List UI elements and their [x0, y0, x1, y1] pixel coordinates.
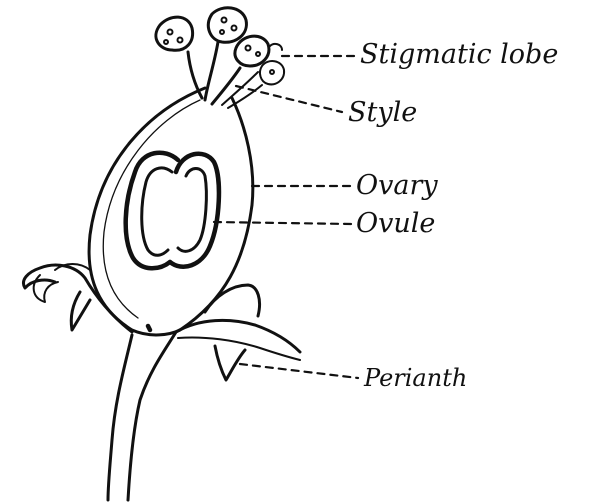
ovary-wall	[89, 88, 253, 335]
label-stigmatic-lobe: Stigmatic lobe	[360, 39, 558, 70]
pistil-drawing	[23, 8, 300, 500]
stigmatic-lobe-1	[156, 17, 193, 50]
label-perianth: Perianth	[363, 364, 467, 392]
ovule-left-inner	[142, 168, 172, 255]
style-strand-2	[205, 42, 218, 100]
leader-style	[236, 86, 342, 112]
style-strand-5	[228, 85, 262, 108]
label-style: Style	[348, 97, 417, 128]
perianth-left-tip	[71, 292, 90, 330]
stigmatic-lobe-5	[270, 44, 282, 50]
ovule-right	[170, 154, 219, 267]
stigmatic-lobe-2	[208, 8, 246, 43]
label-ovary: Ovary	[356, 170, 438, 201]
leader-perianth	[240, 364, 358, 378]
ovary-base-mark	[148, 326, 150, 330]
perianth-right-upper	[205, 285, 260, 316]
ovule-right-inner	[178, 169, 206, 252]
stigmatic-lobe-4	[260, 61, 284, 84]
leader-ovule	[214, 222, 352, 224]
perianth-right-lobe	[176, 320, 300, 352]
pedicel-edge	[128, 332, 176, 500]
stigmatic-lobe-3	[235, 36, 269, 66]
ovary-wall-inner	[103, 100, 200, 318]
label-ovule: Ovule	[356, 208, 435, 239]
